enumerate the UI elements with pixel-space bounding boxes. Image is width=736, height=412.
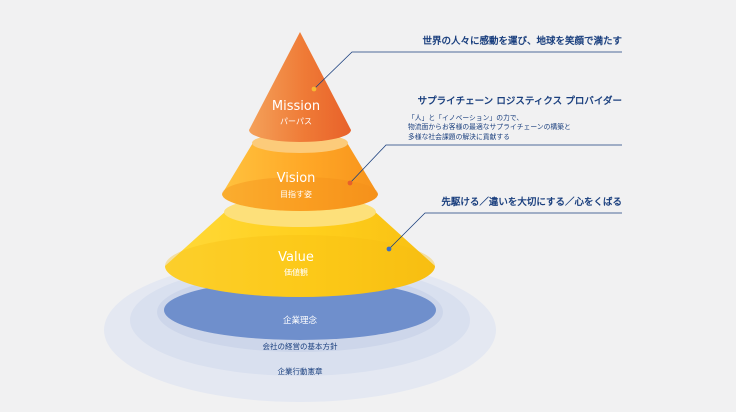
mission-leader-dot [311,86,317,92]
value-tier [165,210,435,297]
value-leader-dot [386,246,392,252]
mission-leader-line [313,51,622,90]
value-title: Value [278,250,314,265]
vision-callout-line: 物流面からお客様の最適なサプライチェーンの構築と [408,122,571,131]
vision-callout-heading: サプライチェーン ロジスティクス プロバイダー [418,95,622,107]
vision-leader-dot [347,180,353,186]
charter-label: 企業行動憲章 [278,366,323,376]
mission-subtitle: パーパス [280,117,312,126]
vision-title: Vision [277,171,316,186]
philosophy-disc [164,280,436,340]
philosophy-label: 企業理念 [283,315,318,326]
vision-callout-line: 多様な社会課題の解決に貢献する [408,132,510,141]
policy-label: 会社の経営の基本方針 [263,341,338,351]
value-leader-line [388,212,622,250]
mission-title: Mission [272,99,320,114]
vision-inner-shade [222,177,378,211]
value-inner-shade [165,235,435,297]
vision-leader-line [349,144,622,184]
value-callout-heading: 先駆ける／違いを大切にする／心をくばる [441,196,622,208]
mission-tier [249,32,351,142]
vision-subtitle: 目指す姿 [280,189,312,199]
vision-callout-line: 「人」と「イノベーション」の力で、 [408,113,523,122]
value-subtitle: 価値観 [284,267,308,277]
vision-tier [222,141,378,211]
mission-callout-heading: 世界の人々に感動を運び、地球を笑顔で満たす [422,35,622,47]
